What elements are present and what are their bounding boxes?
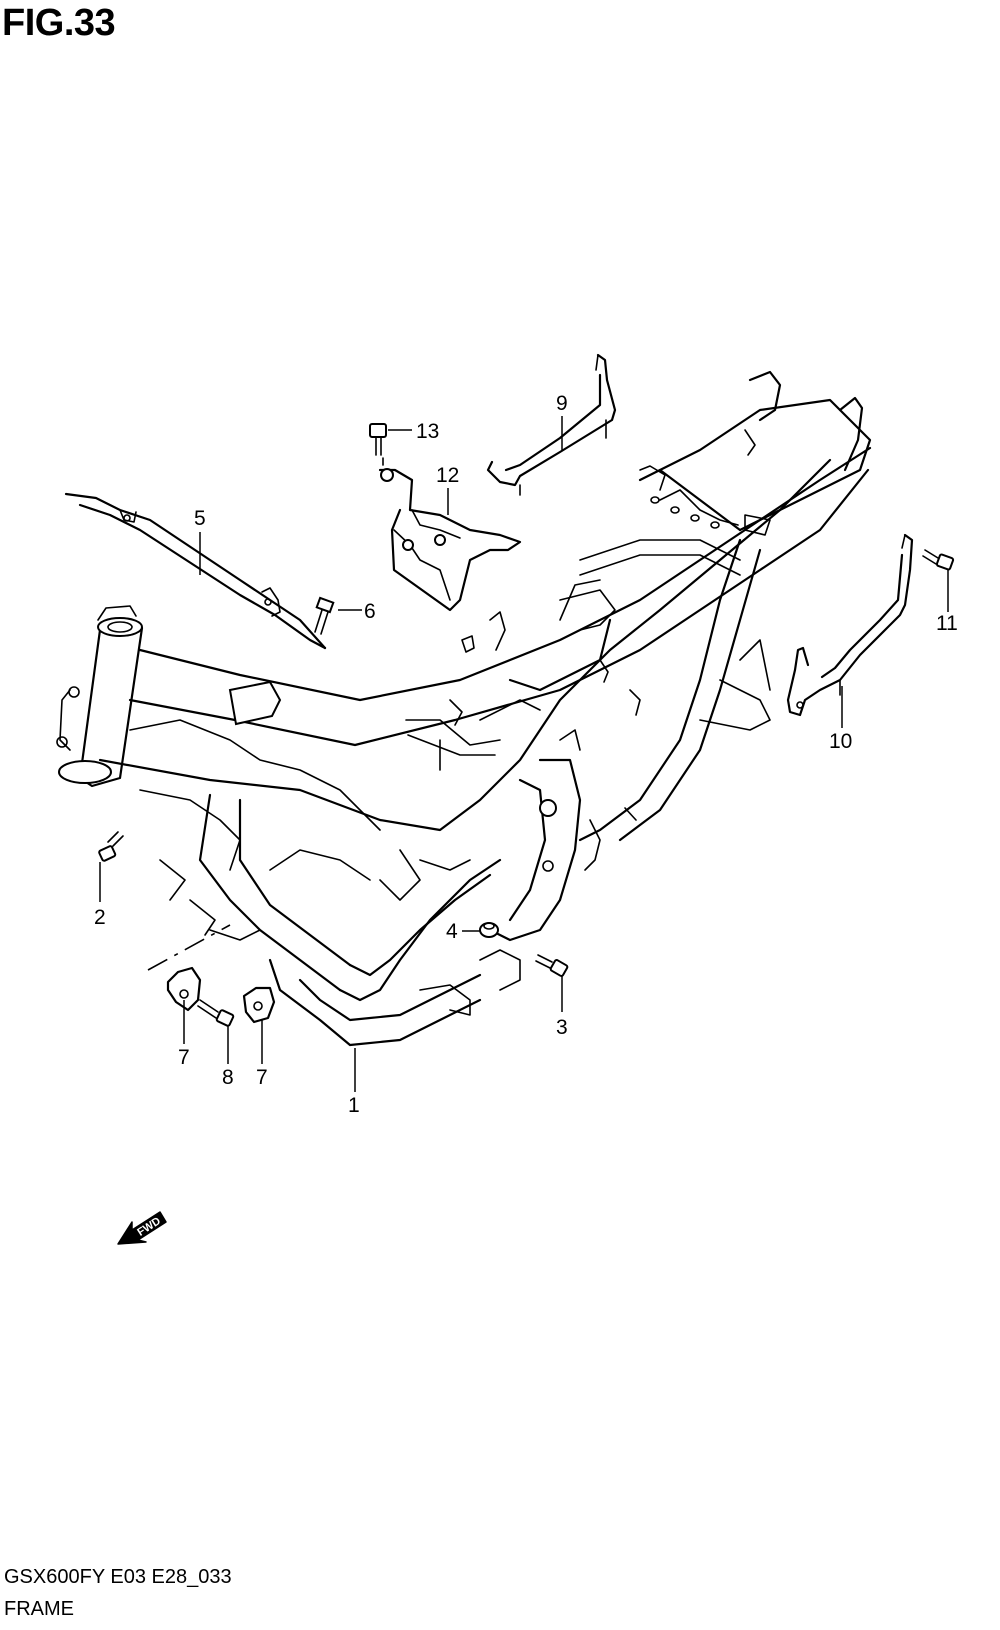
callout-8: 8 bbox=[222, 1066, 234, 1089]
callout-9: 9 bbox=[556, 392, 568, 415]
bolt-part-2 bbox=[98, 831, 124, 862]
bolt-part-8 bbox=[197, 999, 235, 1027]
front-bracket-part-5 bbox=[64, 492, 327, 650]
bracket-part-10 bbox=[786, 533, 914, 717]
figure-title: FIG.33 bbox=[2, 2, 116, 44]
plate-part-7-right bbox=[242, 986, 276, 1024]
callout-12: 12 bbox=[436, 464, 459, 487]
bracket-part-9 bbox=[486, 353, 617, 496]
callout-11: 11 bbox=[936, 612, 958, 635]
bolt-part-3 bbox=[535, 954, 569, 977]
callout-7-left: 7 bbox=[178, 1046, 190, 1069]
callout-4: 4 bbox=[446, 920, 458, 943]
bolt-part-6 bbox=[314, 596, 335, 635]
leader-lines bbox=[99, 416, 949, 1092]
callout-3: 3 bbox=[556, 1016, 568, 1039]
callout-6: 6 bbox=[364, 600, 376, 623]
assembly-centerline bbox=[147, 924, 231, 971]
bolt-part-11 bbox=[922, 549, 955, 571]
section-name: FRAME bbox=[4, 1598, 74, 1620]
callout-5: 5 bbox=[194, 507, 206, 530]
callout-13: 13 bbox=[416, 420, 439, 443]
callout-7-right: 7 bbox=[256, 1066, 268, 1089]
plate-part-7-left bbox=[166, 966, 202, 1012]
callout-1: 1 bbox=[348, 1094, 360, 1117]
grommet-part-4 bbox=[479, 922, 499, 938]
callout-2: 2 bbox=[94, 906, 106, 929]
model-code: GSX600FY E03 E28_033 bbox=[4, 1566, 232, 1588]
bracket-part-12 bbox=[378, 468, 522, 612]
callout-10: 10 bbox=[829, 730, 852, 753]
fwd-arrow-icon: FWD bbox=[117, 1211, 167, 1245]
main-frame bbox=[56, 370, 872, 1047]
bolt-part-13 bbox=[369, 423, 387, 466]
